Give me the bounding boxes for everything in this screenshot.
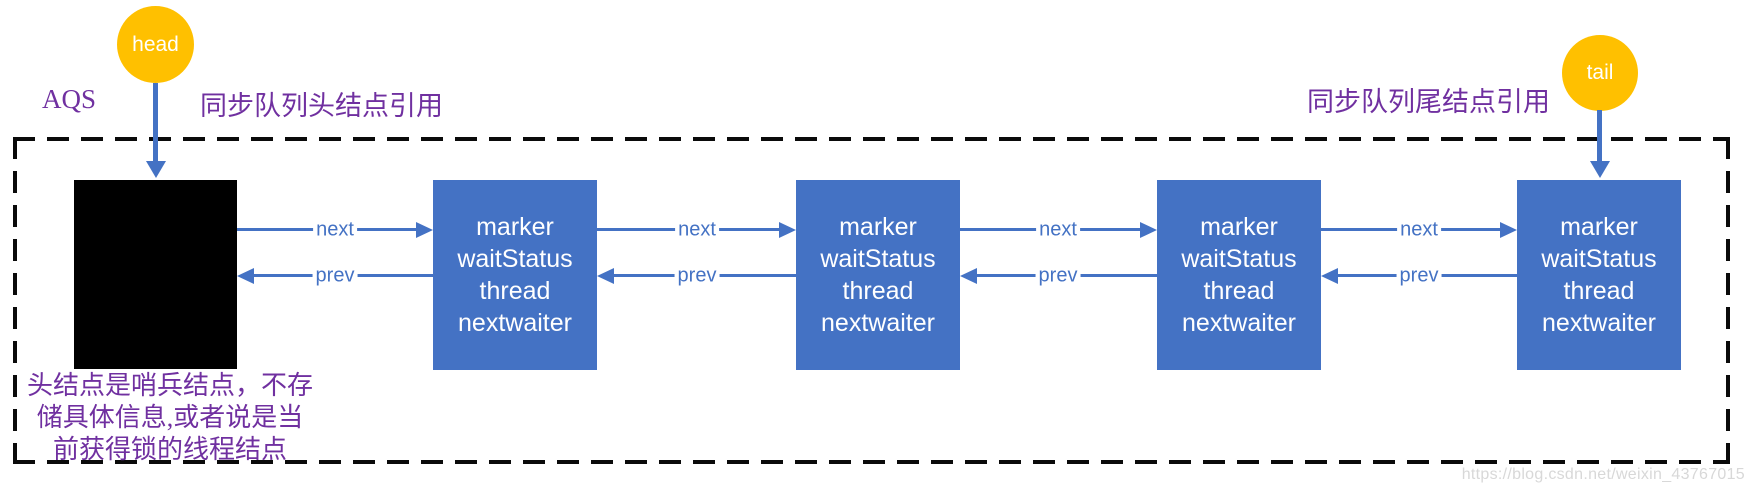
next-label: next bbox=[1397, 218, 1441, 242]
aqs-label: AQS bbox=[42, 84, 97, 114]
node-field-line: marker bbox=[476, 213, 554, 241]
watermark: https://blog.csdn.net/weixin_43767015 bbox=[1461, 466, 1745, 483]
node-field-line: thread bbox=[842, 277, 914, 305]
left-arrow-icon bbox=[1321, 268, 1338, 284]
node-field-line: waitStatus bbox=[1541, 245, 1657, 273]
next-label: next bbox=[675, 218, 719, 242]
head-badge: head bbox=[117, 6, 194, 83]
prev-label: prev bbox=[674, 264, 720, 288]
node-field-line: thread bbox=[1563, 277, 1635, 305]
boundary-left bbox=[13, 137, 17, 464]
node-field-line: nextwaiter bbox=[1542, 309, 1656, 337]
node-field-line: marker bbox=[839, 213, 917, 241]
queue-node-1: marker waitStatus thread nextwaiter bbox=[433, 180, 597, 370]
down-arrow-icon bbox=[146, 161, 166, 178]
node-field-line: marker bbox=[1200, 213, 1278, 241]
head-arrow-shaft bbox=[153, 83, 158, 162]
node-field-line: waitStatus bbox=[1181, 245, 1297, 273]
node-field-line: waitStatus bbox=[820, 245, 936, 273]
prev-label: prev bbox=[312, 264, 358, 288]
note-line: 头结点是哨兵结点，不存 bbox=[26, 371, 313, 400]
sentinel-note: 头结点是哨兵结点，不存 储具体信息,或者说是当 前获得锁的线程结点 bbox=[18, 370, 322, 466]
node-field-line: nextwaiter bbox=[1182, 309, 1296, 337]
tail-badge-label: tail bbox=[1586, 61, 1614, 84]
right-arrow-icon bbox=[1500, 222, 1517, 238]
note-line: 前获得锁的线程结点 bbox=[52, 435, 287, 464]
boundary-bottom bbox=[13, 460, 1730, 464]
right-arrow-icon bbox=[779, 222, 796, 238]
left-arrow-icon bbox=[597, 268, 614, 284]
tail-ref-label: 同步队列尾结点引用 bbox=[1307, 87, 1550, 117]
sentinel-node bbox=[74, 180, 237, 369]
node-field-line: thread bbox=[1203, 277, 1275, 305]
head-badge-label: head bbox=[132, 32, 179, 56]
down-arrow-icon bbox=[1590, 161, 1610, 178]
head-ref-label: 同步队列头结点引用 bbox=[200, 91, 443, 121]
left-arrow-icon bbox=[960, 268, 977, 284]
prev-label: prev bbox=[1396, 264, 1442, 288]
boundary-right bbox=[1726, 137, 1730, 464]
tail-arrow-shaft bbox=[1597, 110, 1602, 162]
tail-badge: tail bbox=[1562, 35, 1638, 111]
queue-node-3: marker waitStatus thread nextwaiter bbox=[1157, 180, 1321, 370]
next-label: next bbox=[313, 218, 357, 242]
prev-label: prev bbox=[1035, 264, 1081, 288]
node-field-line: marker bbox=[1560, 213, 1638, 241]
note-line: 储具体信息,或者说是当 bbox=[36, 403, 304, 432]
boundary-top bbox=[13, 137, 1730, 141]
node-field-line: nextwaiter bbox=[458, 309, 572, 337]
node-field-line: thread bbox=[479, 277, 551, 305]
queue-node-4: marker waitStatus thread nextwaiter bbox=[1517, 180, 1681, 370]
left-arrow-icon bbox=[237, 268, 254, 284]
node-field-line: waitStatus bbox=[457, 245, 573, 273]
right-arrow-icon bbox=[1140, 222, 1157, 238]
right-arrow-icon bbox=[416, 222, 433, 238]
node-field-line: nextwaiter bbox=[821, 309, 935, 337]
next-label: next bbox=[1036, 218, 1080, 242]
queue-node-2: marker waitStatus thread nextwaiter bbox=[796, 180, 960, 370]
